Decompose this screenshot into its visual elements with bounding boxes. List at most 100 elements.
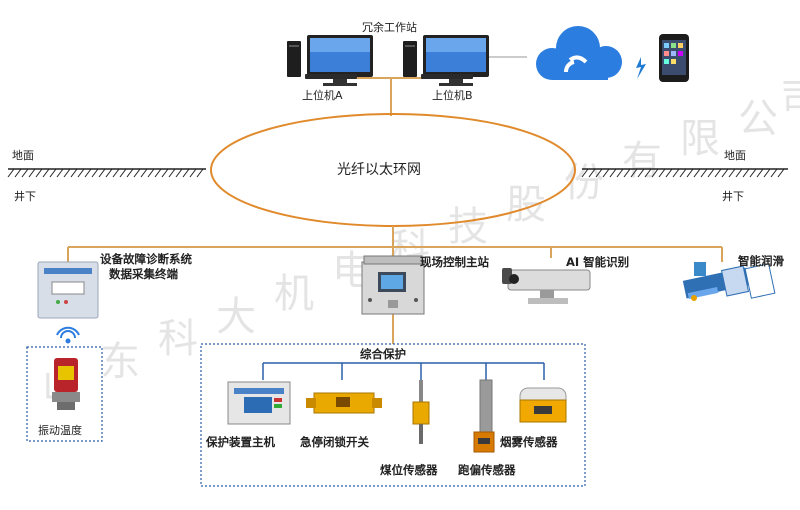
hatch-line: [728, 168, 736, 178]
wifi-icon: [56, 326, 80, 344]
surface-label-right: 地面: [724, 149, 746, 162]
watermark-char: 东: [100, 339, 140, 385]
hatch-line: [140, 168, 148, 178]
hatch-line: [658, 168, 666, 178]
watermark-char: 限: [680, 116, 720, 162]
lubrication-icon: [682, 262, 776, 301]
protection-bus: [262, 362, 545, 380]
computer-icon: [403, 35, 489, 86]
keyboard-shape: [305, 74, 357, 79]
smoke-sensor-icon: [519, 387, 567, 423]
vibration-box: [26, 346, 103, 442]
main-station-label: 现场控制主站: [420, 255, 489, 269]
hatch-line: [21, 168, 29, 178]
watermark-char: 有: [622, 138, 662, 184]
hatch-line: [189, 168, 197, 178]
protection-group: [200, 343, 586, 487]
hatch-line: [735, 168, 743, 178]
deviation-label: 跑偏传感器: [458, 463, 516, 477]
underground-label-left: 井下: [14, 190, 36, 203]
hatch-line: [756, 168, 764, 178]
hatch-line: [28, 168, 36, 178]
hatch-line: [609, 168, 617, 178]
coal-level-sensor-icon: [412, 380, 430, 444]
hatch-line: [707, 168, 715, 178]
vibration-sensor-icon: [52, 358, 80, 410]
surface-label-left: 地面: [12, 149, 34, 162]
hatch-line: [595, 168, 603, 178]
hatch-line: [602, 168, 610, 178]
hatch-line: [49, 168, 57, 178]
control-station-icon: [361, 255, 425, 315]
watermark-char: 公: [738, 96, 778, 142]
estop-switch-icon: [306, 392, 382, 414]
diagnosis-terminal-label-line2: 数据采集终端: [109, 267, 178, 281]
ai-recognition-label: AI 智能识别: [566, 255, 630, 269]
hatch-line: [679, 168, 687, 178]
hatch-line: [63, 168, 71, 178]
terminal-box-icon: [37, 261, 99, 319]
hatch-line: [56, 168, 64, 178]
watermark-char: 大: [216, 294, 256, 340]
hatch-line: [98, 168, 106, 178]
hatch-line: [77, 168, 85, 178]
diagnosis-terminal-label-line1: 设备故障诊断系统: [100, 252, 192, 266]
computer-icon: [287, 35, 373, 86]
coal-level-label: 煤位传感器: [380, 463, 438, 477]
hatch-line: [714, 168, 722, 178]
deviation-sensor-icon: [473, 379, 495, 453]
smartphone-icon: [659, 34, 689, 82]
hatch-line: [105, 168, 113, 178]
hatch-line: [84, 168, 92, 178]
hatch-line: [644, 168, 652, 178]
hatch-line: [672, 168, 680, 178]
hatch-line: [686, 168, 694, 178]
hatch-line: [777, 168, 785, 178]
underground-label-right: 井下: [722, 190, 744, 203]
protection-title: 综合保护: [360, 347, 406, 361]
redundant-station-label: 冗余工作站: [362, 21, 417, 34]
hatch-line: [70, 168, 78, 178]
host-a-label: 上位机A: [302, 89, 343, 102]
ground-hatch: [581, 168, 785, 178]
hatch-line: [161, 168, 169, 178]
ground-hatch: [7, 168, 204, 178]
hatch-line: [630, 168, 638, 178]
hatch-line: [14, 168, 22, 178]
hatch-line: [35, 168, 43, 178]
hatch-line: [637, 168, 645, 178]
cloud-icon: [536, 26, 622, 80]
hatch-line: [91, 168, 99, 178]
hatch-line: [665, 168, 673, 178]
hatch-line: [721, 168, 729, 178]
hatch-line: [126, 168, 134, 178]
hatch-line: [742, 168, 750, 178]
hatch-line: [42, 168, 50, 178]
estop-label: 急停闭锁开关: [300, 435, 369, 449]
lubrication-label: 智能润滑: [738, 254, 784, 268]
protection-host-label: 保护装置主机: [206, 435, 275, 449]
hatch-line: [147, 168, 155, 178]
hatch-line: [616, 168, 624, 178]
watermark-char: 科: [158, 316, 198, 362]
hatch-line: [693, 168, 701, 178]
hatch-line: [588, 168, 596, 178]
hatch-line: [749, 168, 757, 178]
hatch-line: [7, 168, 15, 178]
keyboard-shape: [421, 74, 473, 79]
ring-network-label: 光纤以太环网: [337, 162, 421, 178]
hatch-line: [133, 168, 141, 178]
protection-host-icon: [227, 381, 291, 425]
hatch-line: [175, 168, 183, 178]
lightning-icon: [636, 57, 646, 79]
hatch-line: [168, 168, 176, 178]
field-bus: [67, 226, 723, 344]
hatch-line: [651, 168, 659, 178]
watermark-char: 技: [448, 204, 488, 250]
hatch-line: [119, 168, 127, 178]
camera-icon: [502, 268, 591, 304]
smoke-label: 烟雾传感器: [500, 435, 558, 449]
hatch-line: [581, 168, 589, 178]
hatch-line: [112, 168, 120, 178]
